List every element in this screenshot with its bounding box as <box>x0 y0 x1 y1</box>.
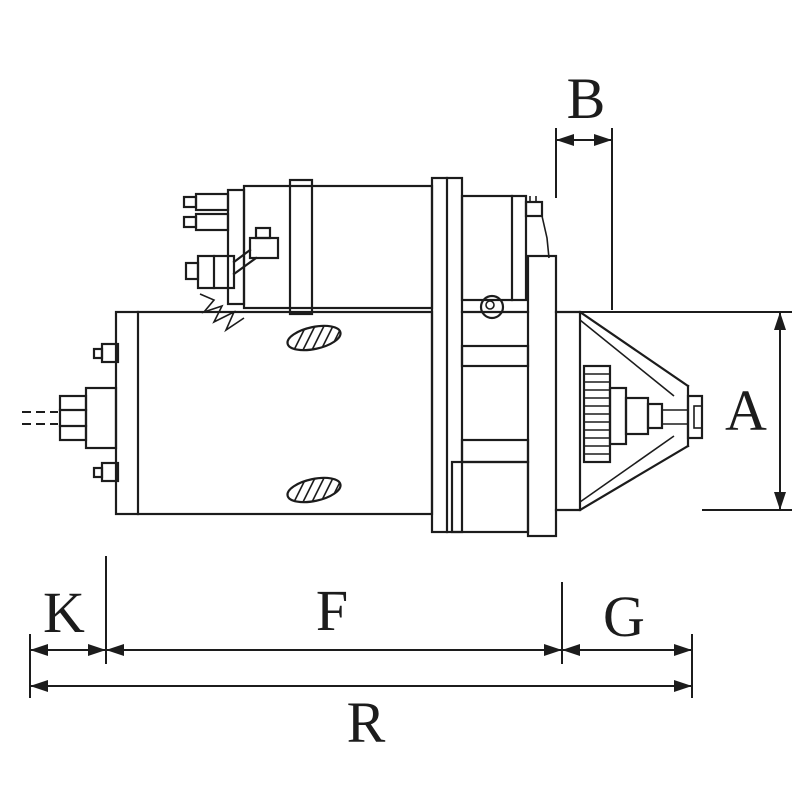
arrowhead <box>30 644 48 656</box>
dimension-a: A <box>570 311 792 511</box>
battery-terminal <box>184 226 280 290</box>
arrowhead <box>774 312 786 330</box>
dim-label-r: R <box>347 690 386 755</box>
arrowhead <box>88 644 106 656</box>
arrowhead <box>562 644 580 656</box>
body-outline <box>114 310 434 516</box>
dimension-r: R <box>30 680 692 755</box>
motor-body <box>92 310 434 516</box>
solenoid <box>182 178 550 333</box>
dim-label-k: K <box>43 580 85 645</box>
dim-label-g: G <box>603 584 645 649</box>
arrowhead <box>594 134 612 146</box>
dim-label-f: F <box>316 578 348 643</box>
dimension-b: B <box>555 66 613 310</box>
vent-slot-upper <box>286 321 343 355</box>
arrowhead <box>106 644 124 656</box>
shaft-step-small <box>58 394 88 442</box>
pinion-shaft <box>608 386 688 446</box>
solenoid-pin <box>524 196 550 259</box>
dimension-extensions-bottom <box>29 556 693 698</box>
drive-housing <box>554 310 704 512</box>
dimension-k: K <box>30 580 106 656</box>
solenoid-band <box>288 178 314 316</box>
arrowhead <box>544 644 562 656</box>
pinion-gear <box>582 364 612 464</box>
solenoid-right-section <box>460 194 528 302</box>
mounting-flange <box>526 254 558 538</box>
clip-detail <box>479 294 505 320</box>
dim-label-a: A <box>725 378 767 443</box>
arrowhead <box>774 492 786 510</box>
dimension-f: F <box>106 578 562 656</box>
housing-top-edge <box>554 310 690 388</box>
shaft <box>22 386 118 450</box>
housing-bottom-edge <box>554 444 690 512</box>
center-bracket <box>430 176 530 534</box>
flange-plate <box>526 254 558 538</box>
drive-lever <box>199 293 245 333</box>
dim-label-b: B <box>567 66 606 131</box>
arrowhead <box>30 680 48 692</box>
terminal-studs <box>182 192 230 232</box>
arrowhead <box>674 680 692 692</box>
nose-cone <box>686 394 704 440</box>
solenoid-end-cap <box>226 188 246 306</box>
solenoid-body <box>242 184 434 310</box>
dimension-g: G <box>562 584 692 656</box>
shaft-step-large <box>84 386 118 450</box>
arrowhead <box>674 644 692 656</box>
vent-slot-lower <box>286 473 343 507</box>
arrowhead <box>556 134 574 146</box>
